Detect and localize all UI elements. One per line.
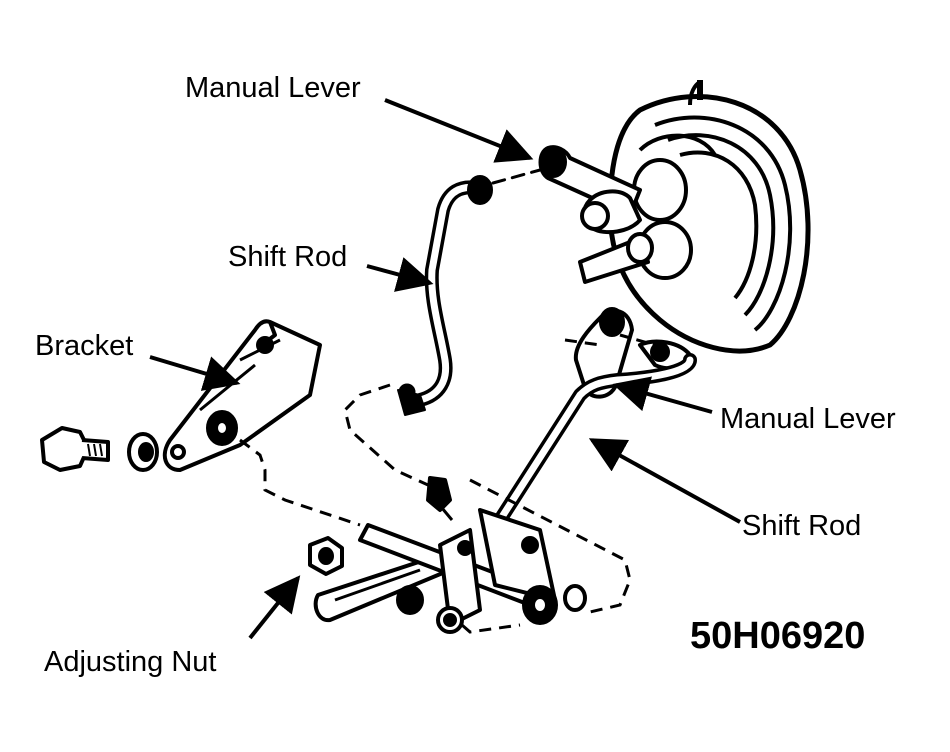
arrow-adjusting-nut <box>248 575 301 640</box>
arrow-shift-rod-right <box>588 438 741 524</box>
leader-arrows <box>149 98 741 640</box>
shift-rod-label-top: Shift Rod <box>228 241 348 273</box>
transmission-case <box>607 80 811 354</box>
bracket-part <box>162 319 322 472</box>
shift-rod-label-right: Shift Rod <box>742 510 862 542</box>
arrow-bracket <box>149 355 241 391</box>
alignment-dashed-lines <box>239 338 632 634</box>
manual-lever-label-top: Manual Lever <box>185 72 361 104</box>
upper-shift-rod-part <box>397 168 542 416</box>
arrow-shift-rod-top <box>366 257 434 292</box>
adjusting-nut-label: Adjusting Nut <box>44 646 217 678</box>
bracket-label: Bracket <box>35 330 134 362</box>
arrow-manual-lever-right <box>612 376 713 414</box>
bolt-and-washer-part <box>40 426 159 472</box>
upper-manual-lever-part <box>538 145 654 284</box>
arrow-manual-lever-top <box>384 98 534 163</box>
manual-lever-label-right: Manual Lever <box>720 403 896 435</box>
selector-assembly-part <box>308 476 587 634</box>
figure-code: 50H06920 <box>690 615 866 657</box>
